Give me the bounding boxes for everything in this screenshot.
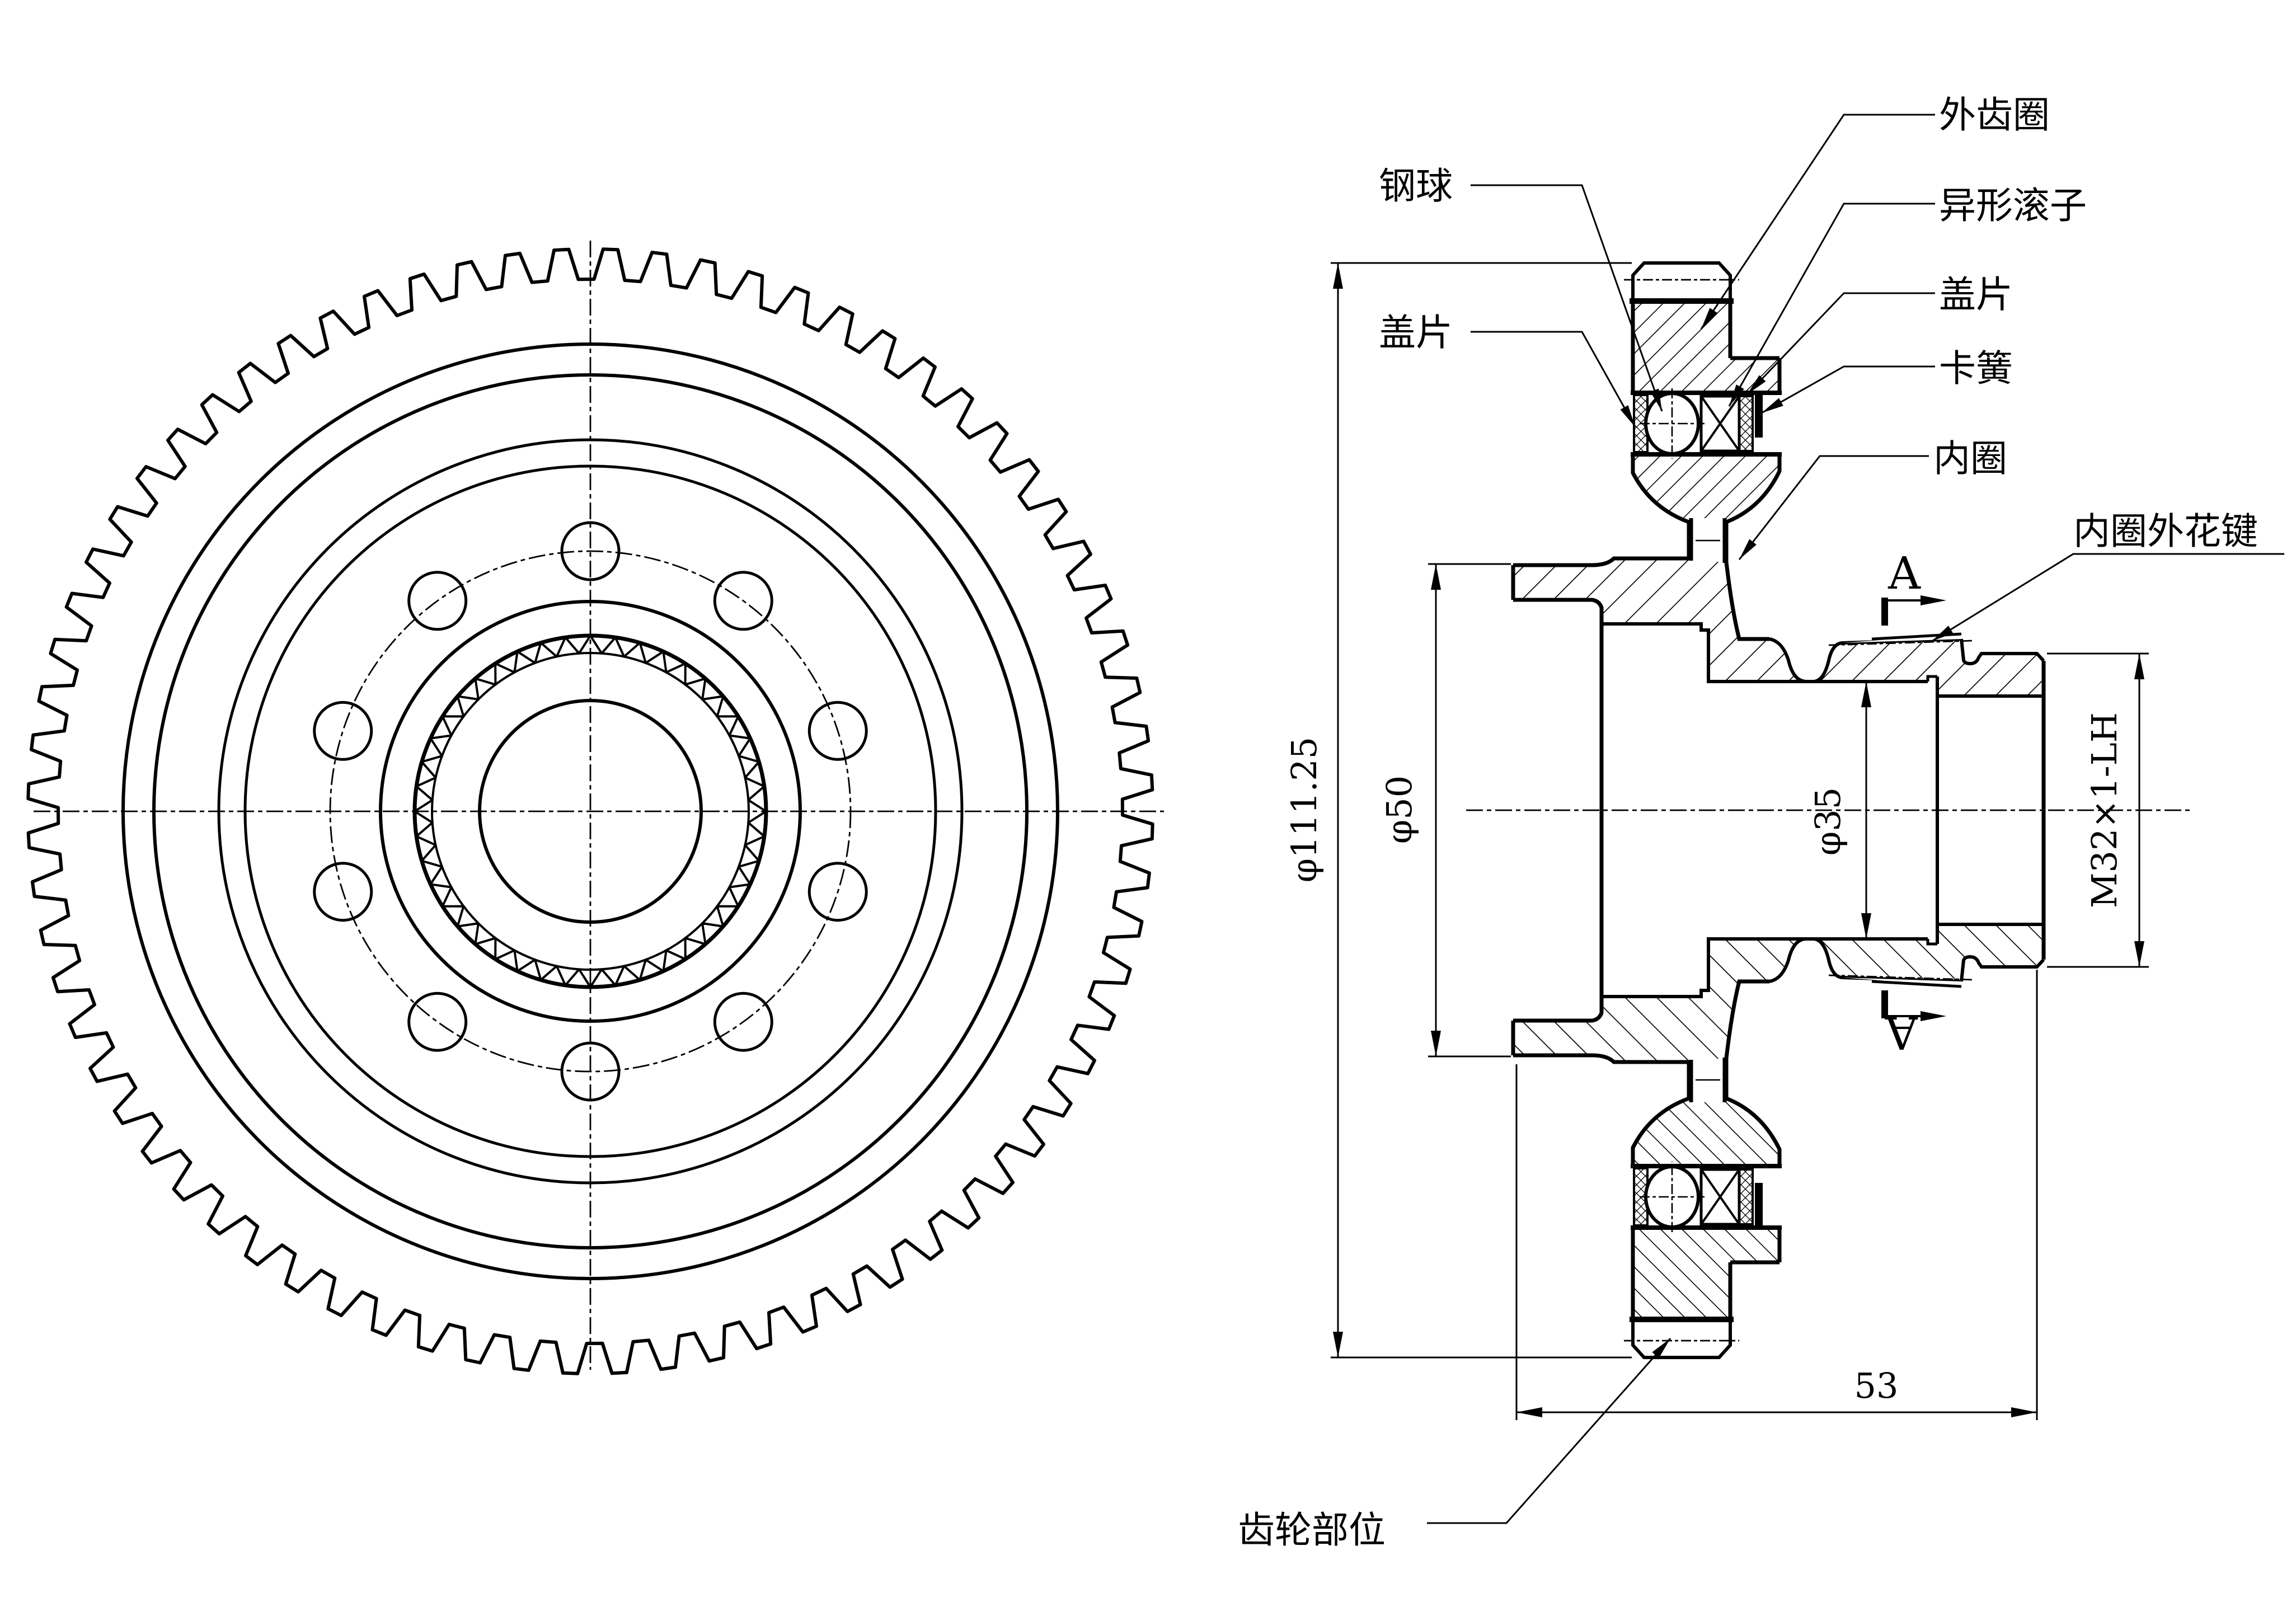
section-view-upper-half (1511, 261, 2046, 810)
section-mark-a-top: A (1887, 547, 1921, 599)
label-gear-section: 齿轮部位 (1238, 1510, 1386, 1551)
gear-front-view-and-dimensions (26, 114, 2284, 1524)
label-shaped-roller: 异形滚子 (1939, 186, 2087, 227)
label-cover-left: 盖片 (1379, 313, 1453, 354)
section-view-lower-half-mirror (1513, 810, 2044, 1357)
annotations: 钢球 盖片 外齿圈 异形滚子 盖片 卡簧 内圈 内圈外花键 齿轮部位 φ111.… (1238, 95, 2258, 1551)
dim-flange-diameter: φ50 (1379, 776, 1420, 844)
label-cover-right: 盖片 (1939, 275, 2013, 316)
dim-overall-length: 53 (1854, 1365, 1899, 1406)
label-circlip: 卡簧 (1939, 349, 2013, 389)
dim-bore-diameter: φ35 (1807, 787, 1848, 856)
dim-outer-diameter: φ111.25 (1284, 737, 1325, 882)
label-inner-ring-spline: 内圈外花键 (2073, 511, 2258, 552)
dim-thread-spec: M32×1-LH (2084, 712, 2125, 908)
label-inner-ring: 内圈 (1933, 439, 2007, 480)
section-mark-a-bottom: A (1885, 1007, 1918, 1059)
label-outer-gear-ring: 外齿圈 (1939, 95, 2050, 136)
label-steel-ball: 钢球 (1379, 166, 1453, 207)
